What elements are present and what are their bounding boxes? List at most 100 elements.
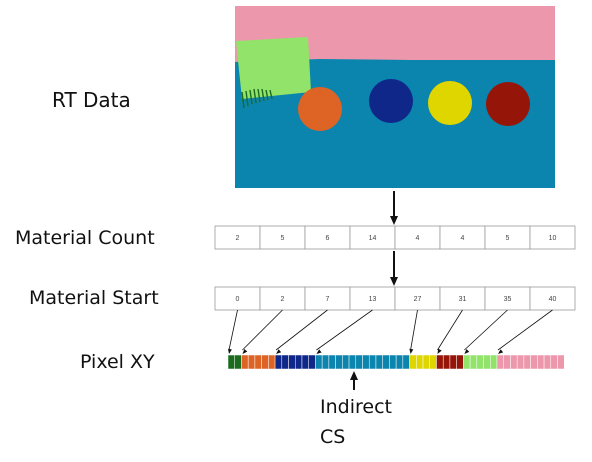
start-connector [316, 309, 373, 351]
material-start-value: 35 [504, 296, 512, 303]
pixel-cell [429, 354, 437, 370]
pixel-cell [234, 354, 242, 370]
pixel-cell [476, 354, 484, 370]
pixel-cell [382, 354, 390, 370]
pixel-cell [483, 354, 491, 370]
start-connector [410, 309, 418, 351]
pixel-cell [490, 354, 498, 370]
pixel-cell [241, 354, 249, 370]
darkred-ball [486, 82, 530, 126]
start-connector-arrowhead [276, 349, 282, 354]
yellow-ball [428, 81, 472, 125]
rt-data-label: RT Data [52, 88, 131, 112]
material-start-value: 27 [414, 296, 422, 303]
material-count-value: 14 [369, 235, 377, 242]
material-start-value: 13 [369, 296, 377, 303]
material-start-value: 40 [549, 296, 557, 303]
pixel-cell [516, 354, 525, 370]
pixel-cell [342, 354, 350, 370]
start-connector [464, 309, 508, 351]
pixel-cell [308, 354, 316, 370]
orange-ball [298, 87, 342, 131]
pixel-cell [537, 354, 545, 370]
pixel-cell [422, 354, 430, 370]
pixel-cell [442, 354, 451, 370]
pixel-cell [395, 354, 404, 370]
pixel-xy-label: Pixel XY [80, 351, 155, 373]
pixel-cell [261, 354, 269, 370]
pixel-cell [288, 354, 296, 370]
pixel-cell [469, 354, 478, 370]
material-count-value: 4 [461, 235, 465, 242]
pixel-cell [375, 354, 383, 370]
pixel-cell [227, 354, 235, 370]
material-count-value: 2 [236, 235, 240, 242]
start-connector-arrowhead [437, 348, 442, 354]
pixel-cell [328, 354, 336, 370]
pixel-cell [503, 354, 511, 370]
pixel-cell [436, 354, 444, 370]
pixel-cell [247, 354, 256, 370]
pixel-cell [409, 354, 417, 370]
pixel-cell [543, 354, 552, 370]
pixel-cell [530, 354, 538, 370]
start-connector-arrowhead [498, 349, 504, 354]
material-count-value: 4 [416, 235, 420, 242]
material-count-value: 6 [326, 235, 330, 242]
pixel-cell [510, 354, 518, 370]
material-start-value: 31 [459, 296, 467, 303]
pixel-cell [463, 354, 471, 370]
material-count-cell [529, 225, 576, 250]
material-count-value: 5 [506, 235, 510, 242]
up-arrow-indirect-cs [350, 371, 358, 390]
indirect-cs-label-line1: Indirect [320, 396, 392, 418]
pixel-cell [550, 354, 558, 370]
pixel-cell [268, 354, 276, 370]
down-arrow-image-to-count [390, 191, 398, 225]
grass-tufts [241, 88, 273, 109]
pixel-cell [389, 354, 397, 370]
start-to-pixel-connectors [227, 309, 553, 354]
pixel-cell [355, 354, 363, 370]
pixel-cell [315, 354, 323, 370]
start-connector [275, 309, 328, 351]
pixel-cell [496, 354, 504, 370]
pixel-cell [335, 354, 343, 370]
pixel-xy-row [227, 354, 565, 370]
pixel-cell [321, 354, 330, 370]
material-start-value: 7 [326, 296, 330, 303]
indirect-cs-label-line2: CS [320, 426, 345, 448]
pixel-cell [456, 354, 464, 370]
pixel-cell [557, 354, 565, 370]
material-start-value: 2 [281, 296, 285, 303]
pixel-cell [368, 354, 377, 370]
material-start-label: Material Start [29, 287, 159, 309]
pixel-cell [281, 354, 289, 370]
start-connector [228, 309, 238, 351]
start-connector-arrowhead [227, 348, 232, 354]
pixel-cell [523, 354, 531, 370]
pixel-cell [416, 354, 424, 370]
material-count-value: 10 [549, 235, 557, 242]
start-connector-arrowhead [242, 348, 248, 354]
start-connector-arrowhead [316, 349, 322, 354]
pixel-cell [301, 354, 309, 370]
material-start-value: 0 [236, 296, 240, 303]
material-count-label: Material Count [15, 227, 155, 249]
pixel-cell [274, 354, 283, 370]
pixel-cell [362, 354, 370, 370]
navy-ball [369, 79, 413, 123]
pixel-cell [254, 354, 262, 370]
down-arrow-count-to-start [390, 251, 398, 286]
start-connector-arrowhead [409, 348, 414, 354]
start-connector [242, 309, 283, 351]
pixel-cell [449, 354, 457, 370]
rt-data-image [235, 6, 555, 188]
start-connector [437, 309, 463, 351]
start-connector [497, 309, 553, 351]
green-square [236, 37, 311, 99]
pixel-cell [348, 354, 357, 370]
